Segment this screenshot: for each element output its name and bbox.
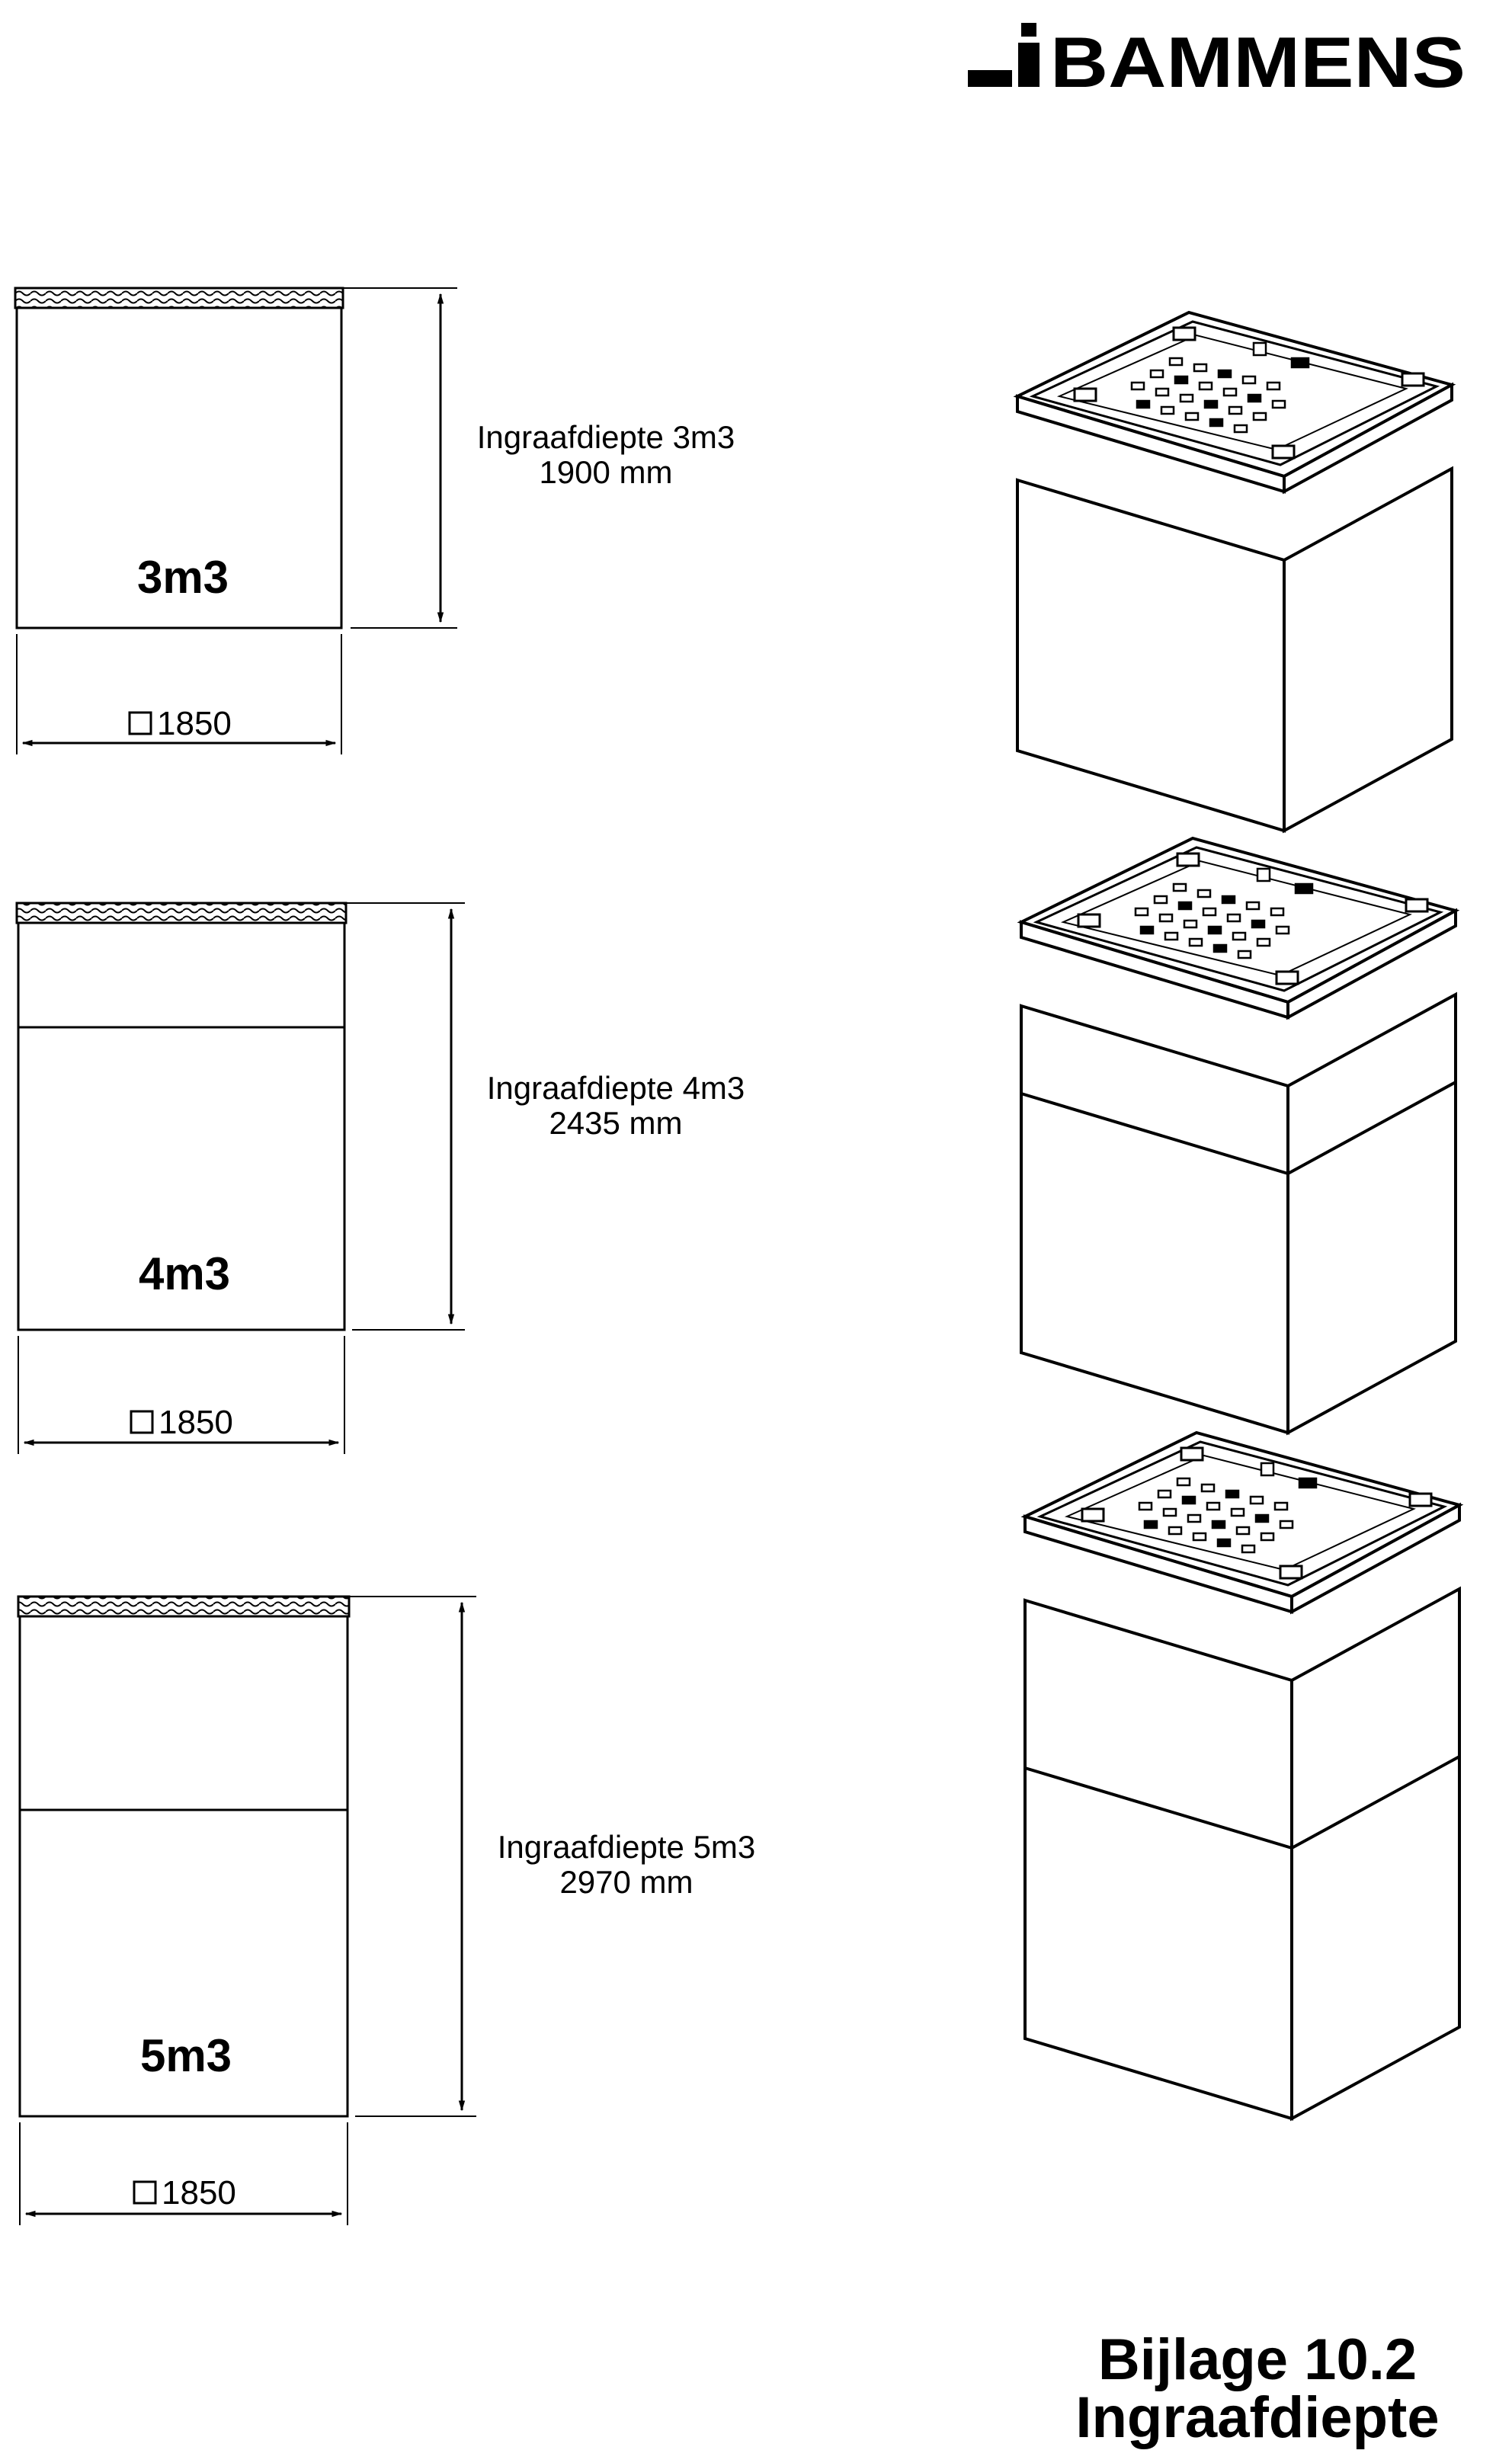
bammens-logo: BAMMENS bbox=[968, 22, 1466, 102]
square-icon bbox=[128, 711, 152, 735]
logo-wordmark: BAMMENS bbox=[1050, 22, 1466, 102]
appendix-number: Bijlage 10.2 bbox=[1098, 2327, 1417, 2392]
square-icon bbox=[130, 1410, 154, 1434]
depth-value: 2435 mm bbox=[549, 1105, 682, 1141]
depth-label: Ingraafdiepte 5m3 bbox=[498, 1829, 756, 1865]
section-view-4m3: 4m3 Ingraafdiepte 4m3 2435 mm 1850 bbox=[15, 902, 745, 1454]
width-label: 1850 bbox=[162, 2174, 236, 2212]
tank-volume-label: 3m3 bbox=[137, 552, 229, 603]
isometric-view-3m3 bbox=[1016, 311, 1453, 834]
isometric-view-4m3 bbox=[1020, 837, 1457, 1436]
tank-body bbox=[17, 921, 346, 1331]
tank-volume-label: 5m3 bbox=[140, 2030, 232, 2081]
tank-volume-label: 4m3 bbox=[139, 1248, 230, 1299]
width-label: 1850 bbox=[157, 705, 232, 742]
depth-label: Ingraafdiepte 3m3 bbox=[477, 419, 735, 455]
section-view-5m3: 5m3 Ingraafdiepte 5m3 2970 mm 1850 bbox=[17, 1595, 756, 2225]
depth-value: 2970 mm bbox=[559, 1864, 693, 1900]
depth-value: 1900 mm bbox=[539, 454, 672, 490]
section-view-3m3: 3m3 Ingraafdiepte 3m3 1900 mm 1850 bbox=[14, 287, 735, 754]
width-label: 1850 bbox=[159, 1404, 233, 1441]
lid-rim bbox=[15, 902, 348, 924]
lid-rim bbox=[17, 1595, 351, 1618]
lid-rim bbox=[14, 287, 344, 309]
square-icon bbox=[133, 2180, 157, 2205]
tank-body bbox=[18, 1615, 349, 2118]
isometric-view-5m3 bbox=[1023, 1431, 1461, 2122]
depth-label: Ingraafdiepte 4m3 bbox=[487, 1070, 745, 1106]
appendix-title: Ingraafdiepte bbox=[1075, 2385, 1439, 2450]
tank-body bbox=[15, 306, 343, 629]
